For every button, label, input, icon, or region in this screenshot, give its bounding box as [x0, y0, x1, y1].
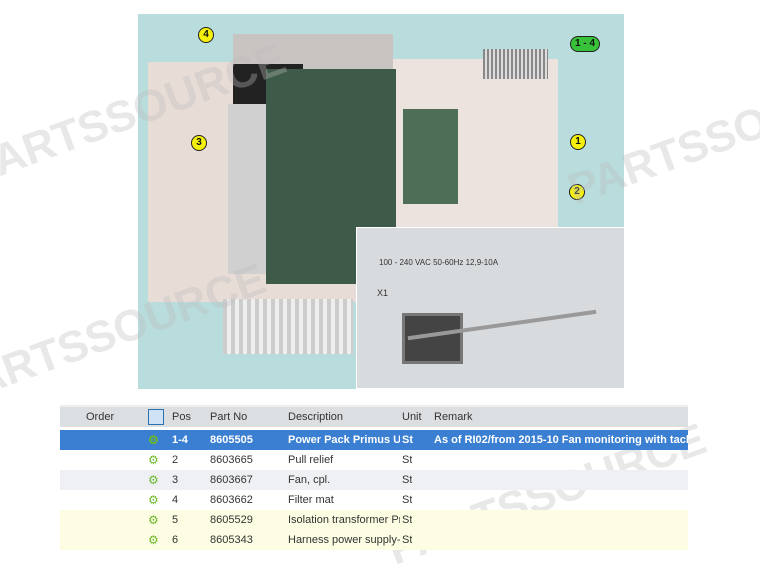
parts-table: Order Pos Part No Description Unit Remar…: [60, 405, 688, 550]
gear-icon[interactable]: ⚙: [148, 533, 159, 547]
header-unit[interactable]: Unit: [402, 411, 422, 423]
cell-description: Harness power supply-Primus: [288, 534, 400, 546]
cell-pos: 3: [172, 474, 179, 486]
inset-x1-label: X1: [377, 288, 389, 298]
cell-description: Filter mat: [288, 494, 334, 506]
zoom-icon[interactable]: [148, 409, 164, 425]
cell-part-no: 8603665: [210, 454, 253, 466]
gear-icon[interactable]: ⚙: [148, 473, 159, 487]
cell-description: Power Pack Primus US: [288, 434, 400, 446]
header-pos[interactable]: Pos: [172, 411, 191, 423]
cell-description: Fan, cpl.: [288, 474, 331, 486]
callout-4: 4: [198, 27, 214, 43]
cell-description: Pull relief: [288, 454, 334, 466]
header-order[interactable]: Order: [86, 411, 115, 423]
detail-inset: X1 100 - 240 VAC 50-60Hz 12,9-10A: [356, 227, 624, 389]
cell-pos: 4: [172, 494, 179, 506]
vent-grill: [223, 299, 353, 354]
gear-icon[interactable]: ⚙: [148, 493, 159, 507]
table-row[interactable]: ⚙ 6 8605343 Harness power supply-Primus …: [60, 530, 688, 550]
cell-unit: St: [402, 454, 413, 466]
cell-unit: St: [402, 514, 413, 526]
cell-part-no: 8603662: [210, 494, 253, 506]
parts-diagram-photo: X1 100 - 240 VAC 50-60Hz 12,9-10A 4 3 1 …: [138, 14, 624, 389]
table-row[interactable]: ⚙ 4 8603662 Filter mat St: [60, 490, 688, 510]
cell-part-no: 8605343: [210, 534, 253, 546]
table-row[interactable]: ⚙ 1-4 8605505 Power Pack Primus US St As…: [60, 430, 688, 450]
cell-pos: 6: [172, 534, 179, 546]
cell-pos: 5: [172, 514, 179, 526]
cell-description: Isolation transformer Primus: [288, 514, 400, 526]
header-part-no[interactable]: Part No: [210, 411, 248, 423]
callout-3: 3: [191, 135, 207, 151]
cell-part-no: 8603667: [210, 474, 253, 486]
table-row[interactable]: ⚙ 2 8603665 Pull relief St: [60, 450, 688, 470]
cell-unit: St: [402, 494, 413, 506]
filter-vent: [483, 49, 548, 79]
cell-unit: St: [402, 434, 413, 446]
table-row[interactable]: ⚙ 3 8603667 Fan, cpl. St: [60, 470, 688, 490]
header-remark[interactable]: Remark: [434, 411, 473, 423]
gear-icon[interactable]: ⚙: [148, 433, 159, 447]
callout-1-4: 1 - 4: [570, 36, 601, 52]
gear-icon[interactable]: ⚙: [148, 453, 159, 467]
inset-spec-label: 100 - 240 VAC 50-60Hz 12,9-10A: [379, 258, 499, 267]
cell-part-no: 8605505: [210, 434, 253, 446]
table-header: Order Pos Part No Description Unit Remar…: [60, 405, 688, 427]
header-description[interactable]: Description: [288, 411, 344, 423]
cell-pos: 1-4: [172, 434, 188, 446]
cell-unit: St: [402, 474, 413, 486]
heatsink: [228, 104, 268, 274]
cell-pos: 2: [172, 454, 179, 466]
control-board: [403, 109, 458, 204]
table-row[interactable]: ⚙ 5 8605529 Isolation transformer Primus…: [60, 510, 688, 530]
callout-1: 1: [570, 134, 586, 150]
callout-2: 2: [569, 184, 585, 200]
cell-remark: As of RI02/from 2015-10 Fan monitoring w…: [434, 434, 688, 446]
gear-icon[interactable]: ⚙: [148, 513, 159, 527]
cell-part-no: 8605529: [210, 514, 253, 526]
cell-unit: St: [402, 534, 413, 546]
